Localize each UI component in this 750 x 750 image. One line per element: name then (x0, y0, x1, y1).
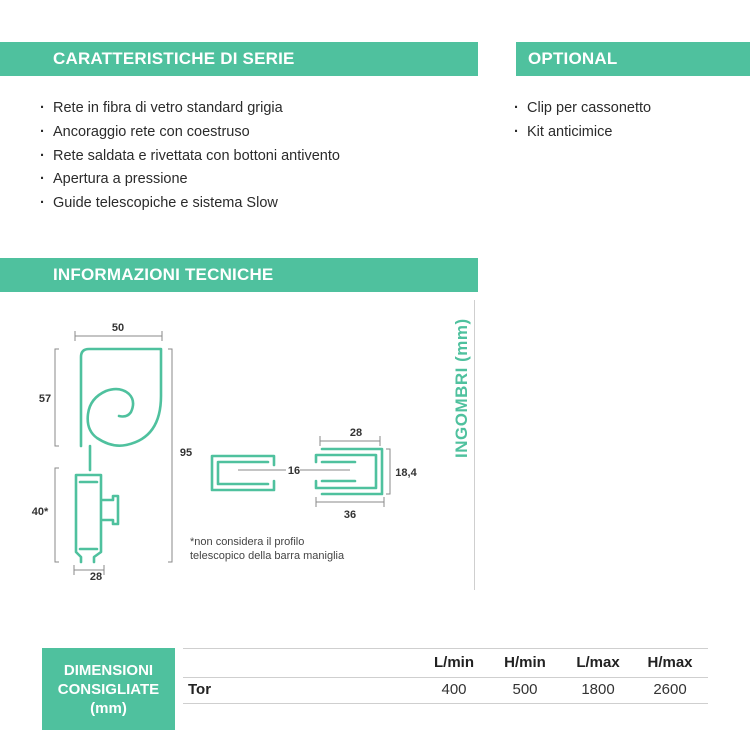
footnote-line: *non considera il profilo (190, 536, 305, 548)
list-item: Rete saldata e rivettata con bottoni ant… (40, 145, 340, 169)
list-item: Clip per cassonetto (514, 97, 651, 121)
divider-vertical (474, 300, 475, 590)
dimensions-label-line: DIMENSIONI (63, 661, 154, 679)
section-header-info: INFORMAZIONI TECNICHE (0, 258, 478, 292)
table-cell: 400 (441, 681, 467, 698)
dim-bar-height: 40* (32, 506, 49, 518)
dim-bar-width: 28 (90, 571, 102, 583)
list-item: Ancoraggio rete con coestruso (40, 121, 340, 145)
list-item: Guide telescopiche e sistema Slow (40, 192, 340, 216)
drawing-footnote: *non considera il profilo telescopico de… (190, 535, 380, 563)
table-row-label: Tor (188, 681, 212, 698)
section-title-info: INFORMAZIONI TECNICHE (53, 265, 274, 284)
dim-top-width: 50 (112, 322, 124, 334)
table-cell: 2600 (653, 681, 687, 698)
footnote-line: telescopico della barra maniglia (190, 550, 345, 562)
table-divider (183, 648, 708, 649)
dim-guide2-height: 18,4 (395, 467, 417, 479)
table-header-hmin: H/min (504, 654, 546, 671)
table-header-lmax: L/max (576, 654, 620, 671)
optional-feature-list: Clip per cassonetto Kit anticimice (514, 97, 651, 145)
handle-bar-profile (74, 473, 120, 564)
dim-guide-inner: 16 (288, 465, 300, 477)
dimensions-label-line: CONSIGLIATE (57, 680, 160, 698)
dim-guide2-bottom: 36 (344, 509, 356, 521)
section-title-serie: CARATTERISTICHE DI SERIE (53, 49, 295, 68)
section-title-optional: OPTIONAL (528, 49, 618, 68)
section-header-optional: OPTIONAL (516, 42, 750, 76)
table-header-lmin: L/min (434, 654, 474, 671)
table-divider (183, 703, 708, 704)
cassette-profile (79, 347, 163, 448)
guide-profile-right (314, 447, 384, 496)
guide-profile-left (210, 454, 276, 492)
table-divider (183, 677, 708, 678)
list-item: Kit anticimice (514, 121, 651, 145)
ingombri-label: INGOMBRI (mm) (452, 318, 471, 458)
dim-guide2-top: 28 (350, 427, 362, 439)
list-item: Rete in fibra di vetro standard grigia (40, 97, 340, 121)
dim-total-height: 95 (180, 447, 192, 459)
table-cell: 500 (512, 681, 538, 698)
technical-drawing: 50 57 95 40* 28 16 28 18,4 36 (32, 322, 418, 583)
table-cell: 1800 (581, 681, 615, 698)
list-item: Apertura a pressione (40, 168, 340, 192)
section-header-serie: CARATTERISTICHE DI SERIE (0, 42, 478, 76)
table-header-hmax: H/max (647, 654, 693, 671)
dimensions-label-box: DIMENSIONI CONSIGLIATE (mm) (42, 648, 175, 730)
dimensions-label-line: (mm) (90, 699, 127, 717)
serie-feature-list: Rete in fibra di vetro standard grigia A… (40, 97, 340, 216)
dim-cassette-height: 57 (39, 393, 51, 405)
